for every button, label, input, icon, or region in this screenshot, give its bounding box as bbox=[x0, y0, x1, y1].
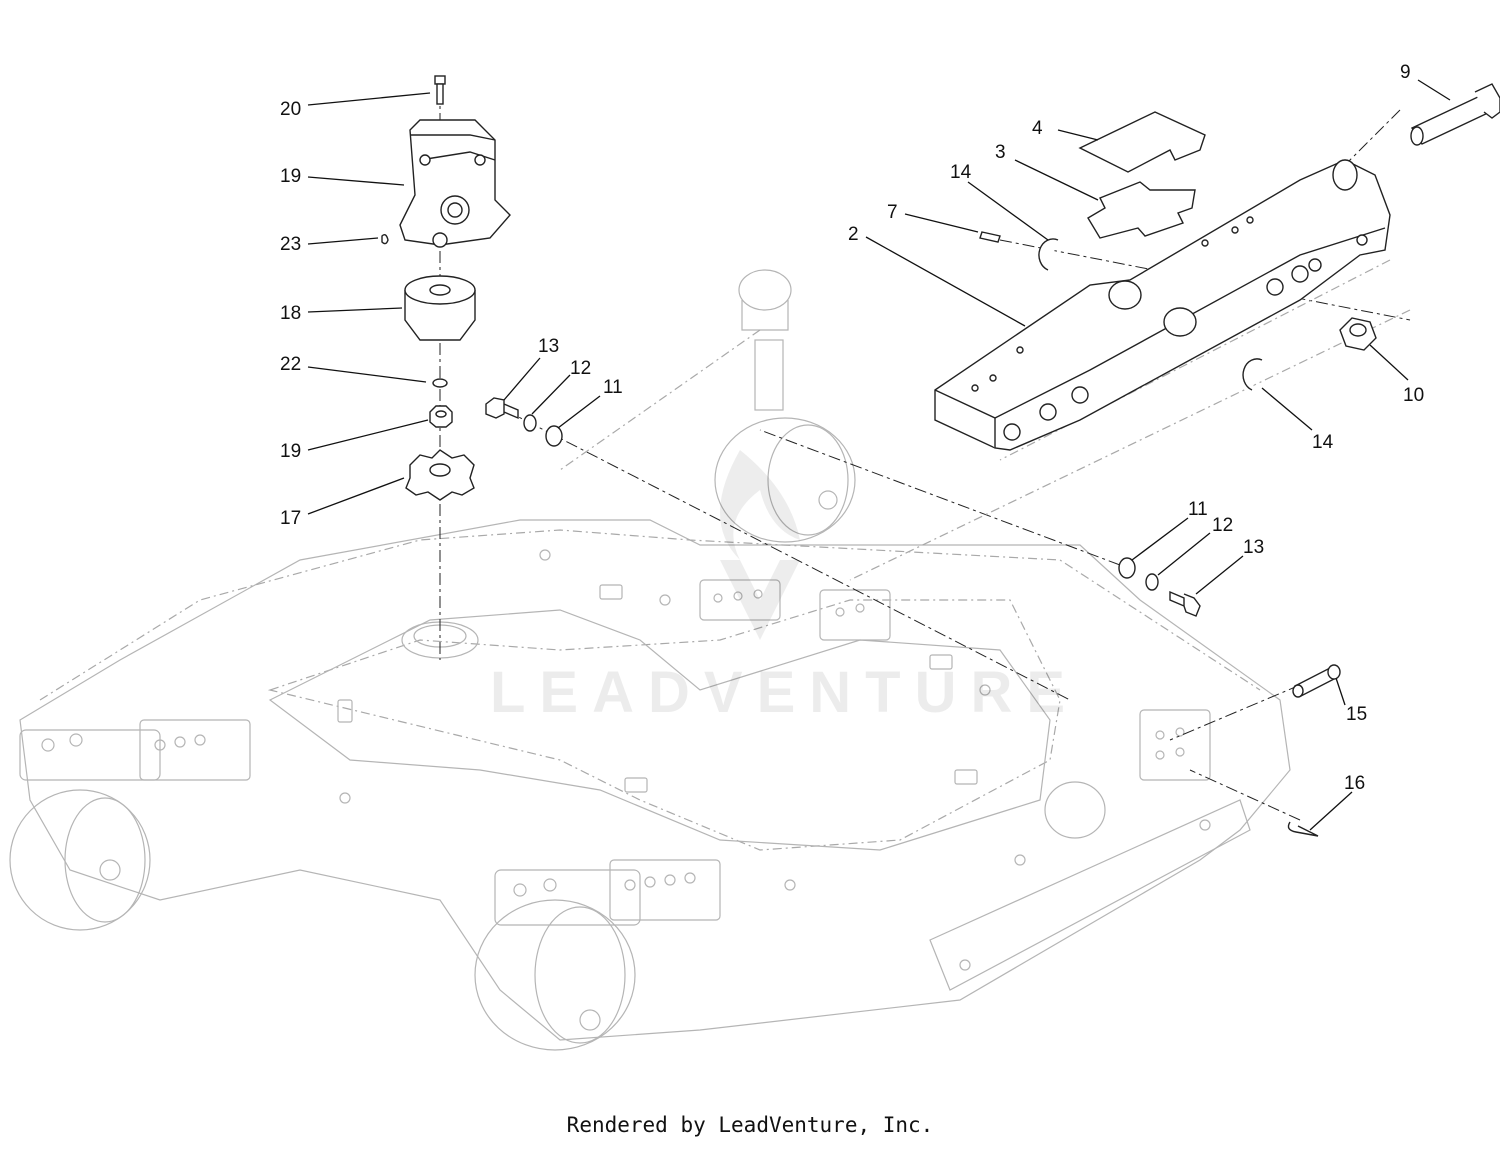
callout-20: 20 bbox=[280, 99, 301, 120]
hardware-left bbox=[485, 397, 563, 447]
nut-10 bbox=[1339, 317, 1377, 351]
callout-10: 10 bbox=[1403, 385, 1424, 406]
flame-logo-icon bbox=[720, 450, 800, 640]
callout-2: 2 bbox=[848, 224, 859, 245]
roll-pin-7 bbox=[979, 231, 1001, 243]
snap-ring-14-lower bbox=[1242, 358, 1263, 391]
lock-washer-12-right bbox=[1145, 573, 1159, 591]
bolt-20 bbox=[434, 75, 446, 105]
callout-16: 16 bbox=[1344, 773, 1365, 794]
callout-19-gearbox: 19 bbox=[280, 166, 301, 187]
callout-18: 18 bbox=[280, 303, 301, 324]
pad-4 bbox=[1078, 111, 1206, 173]
callout-labels: 20 19 23 18 22 19 17 13 12 11 9 4 3 14 7… bbox=[280, 62, 1424, 794]
washer-11-left bbox=[545, 425, 563, 447]
bolt-13-right bbox=[1169, 590, 1201, 617]
pivot-arm-assembly bbox=[934, 83, 1500, 451]
bolt-9 bbox=[1410, 83, 1500, 146]
leader-lines bbox=[307, 79, 1451, 831]
bolt-13-left bbox=[485, 397, 519, 420]
callout-7: 7 bbox=[887, 202, 898, 223]
callout-15: 15 bbox=[1346, 704, 1367, 725]
callout-13-left: 13 bbox=[538, 336, 559, 357]
coupling-18 bbox=[404, 275, 476, 341]
callout-14-lower: 14 bbox=[1312, 432, 1334, 453]
key-23 bbox=[381, 233, 389, 245]
nut-19 bbox=[429, 405, 453, 428]
callout-13-right: 13 bbox=[1243, 537, 1264, 558]
gearbox-assembly bbox=[381, 75, 511, 501]
rendered-by-footer: Rendered by LeadVenture, Inc. bbox=[566, 1113, 934, 1137]
callout-9: 9 bbox=[1400, 62, 1411, 83]
callout-11-right: 11 bbox=[1188, 499, 1208, 520]
callout-11-left: 11 bbox=[603, 377, 623, 398]
washer-11-right bbox=[1118, 557, 1136, 579]
callout-14-upper: 14 bbox=[950, 162, 972, 183]
hardware-right bbox=[1118, 557, 1201, 617]
callout-12-right: 12 bbox=[1212, 515, 1233, 536]
watermark-text: LEADVENTURE bbox=[490, 660, 1079, 725]
pin-15 bbox=[1292, 664, 1341, 698]
snap-ring-14-upper bbox=[1038, 238, 1059, 271]
washer-22 bbox=[432, 378, 448, 388]
mower-deck-ghost bbox=[9, 269, 1291, 1051]
callout-22: 22 bbox=[280, 354, 301, 375]
lock-washer-12-left bbox=[523, 414, 537, 432]
spider-insert-17 bbox=[405, 449, 475, 501]
callout-19-nut: 19 bbox=[280, 441, 301, 462]
gearbox-19 bbox=[399, 119, 511, 248]
pivot-arm-2 bbox=[934, 159, 1391, 451]
callout-3: 3 bbox=[995, 142, 1006, 163]
watermark: LEADVENTURE bbox=[490, 450, 1079, 725]
pad-3 bbox=[1087, 181, 1196, 239]
callout-23: 23 bbox=[280, 234, 301, 255]
callout-4: 4 bbox=[1032, 118, 1043, 139]
hairpin-16 bbox=[1287, 821, 1319, 837]
callout-12-left: 12 bbox=[570, 358, 591, 379]
callout-17: 17 bbox=[280, 508, 301, 529]
